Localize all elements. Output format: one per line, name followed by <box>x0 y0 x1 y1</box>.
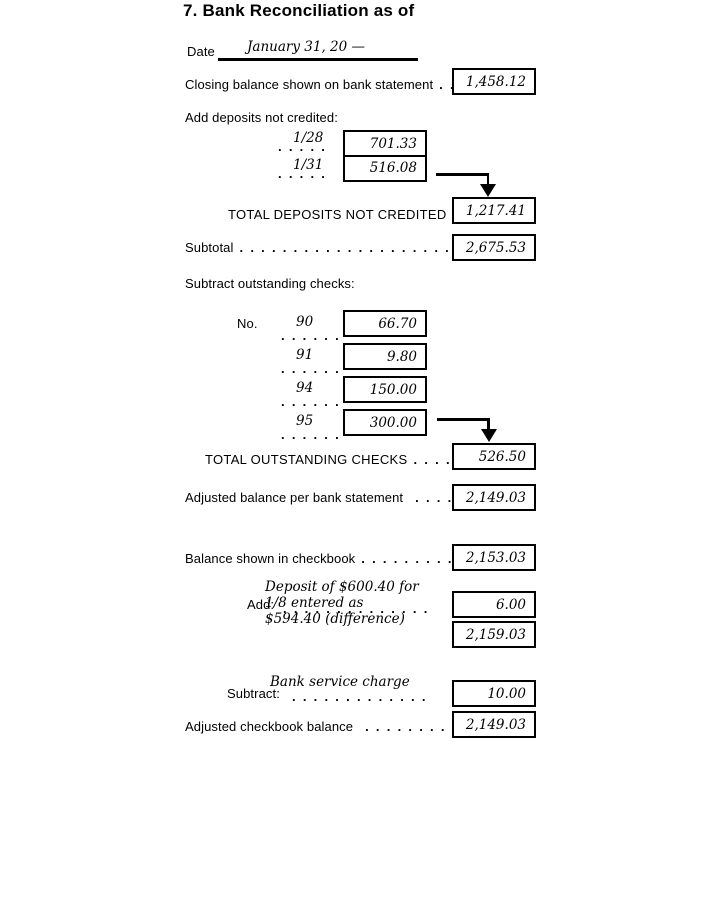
arrow-line-horizontal <box>436 173 489 176</box>
closing-balance-value: 1,458.12 <box>465 73 526 90</box>
checkbook-balance-row: Balance shown in checkbook . . . . . . .… <box>185 551 453 566</box>
adjusted-bank-balance-label: Adjusted balance per bank statement <box>185 490 404 505</box>
check-number-column-label: No. <box>237 316 258 331</box>
add-adjustment-value: 6.00 <box>495 596 526 613</box>
checkbook-subtotal-value: 2,159.03 <box>465 626 526 643</box>
closing-balance-row: Closing balance shown on bank statement … <box>185 77 455 92</box>
subtotal-row: Subtotal . . . . . . . . . . . . . . . .… <box>185 240 451 255</box>
check-3-leader: . . . . . . <box>281 394 341 409</box>
subtotal-box: 2,675.53 <box>452 234 536 261</box>
deposit-1-leader: . . . . . <box>278 139 327 154</box>
total-checks-box: 526.50 <box>452 443 536 470</box>
check-4-number: 95 <box>296 413 314 429</box>
adjusted-bank-balance-box: 2,149.03 <box>452 484 536 511</box>
adjusted-checkbook-balance-leader: . . . . . . . . . <box>365 719 458 734</box>
date-underline <box>218 58 418 61</box>
total-checks-leader: . . . . . <box>413 452 463 467</box>
check-1-number: 90 <box>296 314 314 330</box>
adjusted-checkbook-balance-row: Adjusted checkbook balance . . . . . . .… <box>185 719 457 734</box>
deposit-2-leader: . . . . . <box>278 166 327 181</box>
deposit-2-value: 516.08 <box>369 160 417 176</box>
subtotal-value: 2,675.53 <box>465 239 526 256</box>
deposit-2-date: 1/31 <box>293 157 324 173</box>
subtract-adjustment-note: Bank service charge <box>270 674 410 690</box>
closing-balance-box: 1,458.12 <box>452 68 536 95</box>
total-checks-value: 526.50 <box>478 448 526 465</box>
subtotal-label: Subtotal <box>185 240 234 255</box>
check-1-box: 66.70 <box>343 310 427 337</box>
total-checks-label: TOTAL OUTSTANDING CHECKS <box>205 452 408 467</box>
deposit-1-date: 1/28 <box>293 130 324 146</box>
adjusted-bank-balance-value: 2,149.03 <box>465 489 526 506</box>
deposits-heading: Add deposits not credited: <box>185 110 338 125</box>
subtotal-leader: . . . . . . . . . . . . . . . . . . . . <box>239 240 451 255</box>
adjusted-bank-balance-row: Adjusted balance per bank statement . . … <box>185 490 453 505</box>
add-adjustment-note-line2: 1/8 entered as <box>265 595 364 611</box>
page-title: 7. Bank Reconciliation as of <box>183 1 415 20</box>
total-deposits-label: TOTAL DEPOSITS NOT CREDITED <box>228 207 447 222</box>
check-3-number: 94 <box>296 380 314 396</box>
total-deposits-value: 1,217.41 <box>465 202 526 219</box>
deposit-2-box: 516.08 <box>343 154 427 182</box>
adjusted-checkbook-balance-value: 2,149.03 <box>465 716 526 733</box>
subtract-adjustment-value: 10.00 <box>487 685 526 702</box>
arrow-down-icon <box>480 429 497 442</box>
deposit-1-box: 701.33 <box>343 130 427 157</box>
total-deposits-box: 1,217.41 <box>452 197 536 224</box>
closing-balance-leader: . . <box>439 77 456 92</box>
arrow-line-vertical <box>486 173 489 187</box>
closing-balance-label: Closing balance shown on bank statement <box>185 77 434 92</box>
check-2-box: 9.80 <box>343 343 427 370</box>
check-3-box: 150.00 <box>343 376 427 403</box>
subtract-adjustment-label: Subtract: <box>227 686 280 701</box>
check-1-value: 66.70 <box>378 315 417 332</box>
subtract-adjustment-box: 10.00 <box>452 680 536 707</box>
check-1-leader: . . . . . . <box>281 328 341 343</box>
adjusted-checkbook-balance-label: Adjusted checkbook balance <box>185 719 354 734</box>
adjusted-bank-balance-leader: . . . . <box>415 490 454 505</box>
checks-heading: Subtract outstanding checks: <box>185 276 355 291</box>
adjusted-checkbook-balance-box: 2,149.03 <box>452 711 536 738</box>
add-adjustment-note-line1: Deposit of $600.40 for <box>265 579 419 595</box>
total-deposits-row: TOTAL DEPOSITS NOT CREDITED . . <box>228 207 469 222</box>
checkbook-subtotal-box: 2,159.03 <box>452 621 536 648</box>
date-value: January 31, 20 — <box>247 39 365 55</box>
checkbook-balance-box: 2,153.03 <box>452 544 536 571</box>
add-adjustment-note-line3: $594.40 (difference) <box>265 611 405 627</box>
check-4-value: 300.00 <box>369 414 417 431</box>
checkbook-balance-label: Balance shown in checkbook <box>185 551 356 566</box>
check-3-value: 150.00 <box>369 381 417 398</box>
date-label: Date <box>187 44 215 59</box>
arrow-down-icon <box>480 184 496 197</box>
check-2-number: 91 <box>296 347 314 363</box>
add-adjustment-label: Add: <box>247 597 275 612</box>
add-adjustment-box: 6.00 <box>452 591 536 618</box>
checkbook-balance-leader: . . . . . . . . . <box>361 551 454 566</box>
check-2-leader: . . . . . . <box>281 361 341 376</box>
arrow-line-horizontal <box>437 418 490 421</box>
checkbook-balance-value: 2,153.03 <box>465 549 526 566</box>
deposit-1-value: 701.33 <box>369 135 417 152</box>
total-checks-row: TOTAL OUTSTANDING CHECKS . . . . . <box>205 452 462 467</box>
add-adjustment-leader: . . . . . . . . . . . . . . <box>283 601 430 616</box>
check-4-leader: . . . . . . <box>281 427 341 442</box>
check-2-value: 9.80 <box>386 348 417 365</box>
check-4-box: 300.00 <box>343 409 427 436</box>
subtract-adjustment-leader: . . . . . . . . . . . . . <box>292 689 428 704</box>
arrow-line-vertical <box>487 418 490 432</box>
